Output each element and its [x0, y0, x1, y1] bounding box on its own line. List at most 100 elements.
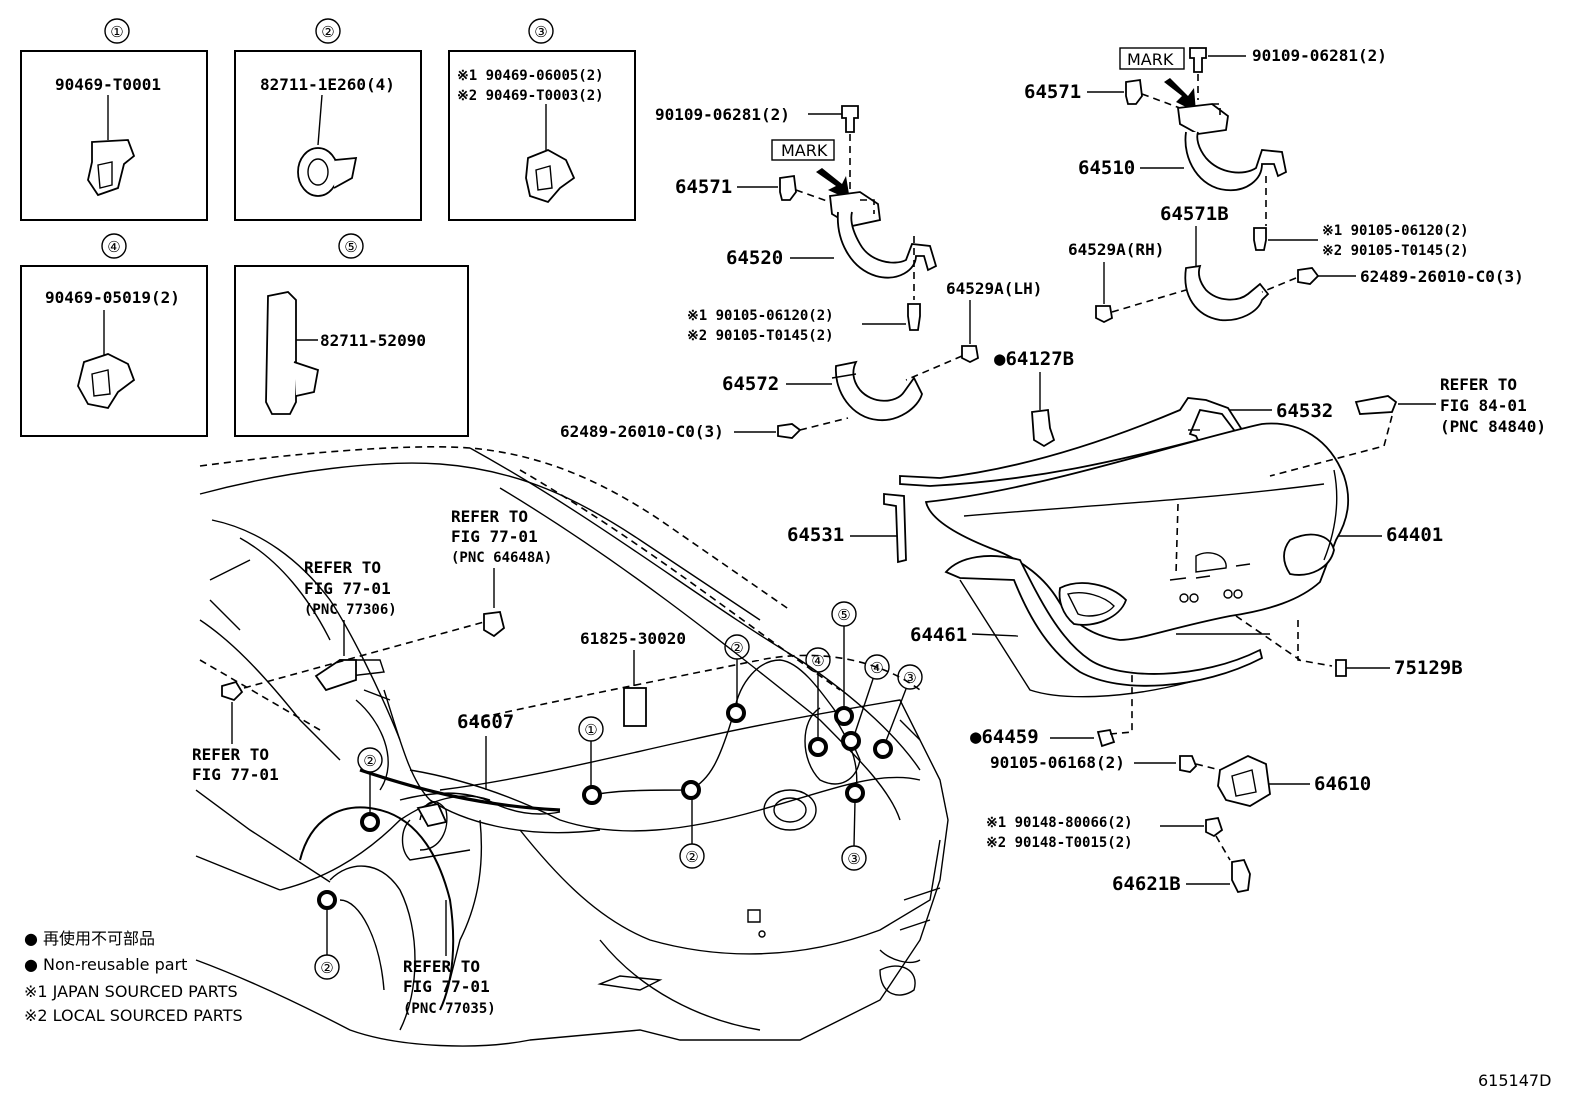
callout-2a: ② — [724, 634, 750, 705]
label-90105-l2: ※2 90105-T0145(2) — [687, 328, 834, 344]
label-64532: 64532 — [1276, 400, 1333, 422]
svg-text:④: ④ — [811, 652, 824, 670]
striker-icon — [1231, 858, 1251, 894]
screw-icon — [777, 423, 802, 439]
arrow-icon — [816, 168, 850, 200]
ref84-line2: FIG 84-01 — [1440, 396, 1527, 415]
inset-3-part-2: ※2 90469-T0003(2) — [457, 88, 604, 104]
mark-label-a: MARK — [781, 141, 828, 160]
inset-2-number: ② — [321, 23, 334, 41]
trunk-lid-group: ●64127B 64532 64531 64401 REFER TO FIG 8… — [787, 348, 1546, 895]
inset-2-part: 82711-1E260(4) — [260, 75, 395, 94]
ref77306-line2: FIG 77-01 — [304, 579, 391, 598]
ref77035-line2: FIG 77-01 — [403, 977, 490, 996]
callout-1: ① — [578, 716, 604, 787]
hinge-lh-group: 90109-06281(2) MARK 64571 64520 ※1 90105… — [560, 105, 1042, 441]
clip-icon — [483, 611, 506, 638]
label-90148-2: ※2 90148-T0015(2) — [986, 835, 1133, 851]
clip-icon — [77, 353, 136, 410]
inset-2: ② 82711-1E260(4) — [234, 18, 422, 221]
bolt-icon — [1205, 816, 1224, 838]
legend-line-1: ● 再使用不可部品 — [24, 929, 155, 948]
label-90105-06168: 90105-06168(2) — [990, 753, 1125, 772]
svg-text:③: ③ — [847, 850, 860, 868]
label-64571-a: 64571 — [675, 176, 732, 198]
screw-icon — [1297, 267, 1320, 285]
inset-4: ④ 90469-05019(2) — [20, 233, 208, 437]
label-64571-b: 64571 — [1024, 81, 1081, 103]
callout-3a: ③ — [885, 664, 923, 742]
bolt-icon — [1179, 755, 1198, 773]
cushion-icon — [1335, 659, 1347, 677]
callout-2c: ② — [357, 747, 383, 814]
label-90109-b: 90109-06281(2) — [1252, 46, 1387, 65]
ref77306-line3: (PNC 77306) — [304, 602, 397, 618]
ref77306-line1: REFER TO — [304, 558, 381, 577]
svg-text:②: ② — [363, 752, 376, 770]
ref77-line2: FIG 77-01 — [192, 765, 279, 784]
label-64529A-rh: 64529A(RH) — [1068, 240, 1164, 259]
bushing-icon — [779, 174, 797, 201]
svg-text:④: ④ — [870, 659, 883, 677]
label-64621B: 64621B — [1112, 873, 1181, 895]
svg-text:②: ② — [730, 639, 743, 657]
stopper-icon — [1095, 305, 1113, 324]
svg-text:②: ② — [685, 848, 698, 866]
inset-5-number: ⑤ — [344, 238, 357, 256]
callout-2d: ② — [314, 908, 340, 980]
stopper-icon — [961, 345, 979, 364]
label-62489-l: 62489-26010-C0(3) — [560, 422, 724, 441]
ref84-line3: (PNC 84840) — [1440, 417, 1546, 436]
label-90105-r1: ※1 90105-06120(2) — [1322, 223, 1469, 239]
inset-1-number: ① — [110, 23, 123, 41]
label-plate-icon — [623, 687, 647, 727]
label-90148-1: ※1 90148-80066(2) — [986, 815, 1133, 831]
inset-1-part: 90469-T0001 — [55, 75, 161, 94]
svg-text:②: ② — [320, 959, 333, 977]
arrow-icon — [1164, 78, 1196, 112]
stud-icon — [1096, 728, 1116, 748]
callout-2b: ② — [679, 798, 705, 869]
inset-4-number: ④ — [107, 238, 120, 256]
ref64648-line1: REFER TO — [451, 507, 528, 526]
inset-3-part-1: ※1 90469-06005(2) — [457, 68, 604, 84]
car-body-group: 61825-30020 64607 REFER TO FIG 77-01 (PN… — [192, 446, 949, 1047]
callout-3b: ③ — [841, 800, 867, 871]
label-90105-l1: ※1 90105-06120(2) — [687, 308, 834, 324]
inset-1: ① 90469-T0001 — [20, 18, 208, 221]
grommet-icon — [297, 147, 339, 197]
callout-4a: ④ — [805, 647, 831, 739]
ref64648-line3: (PNC 64648A) — [451, 550, 552, 566]
legend-line-3: ※1 JAPAN SOURCED PARTS — [24, 982, 238, 1001]
figure-id: 615147D — [1478, 1071, 1551, 1090]
label-90105-r2: ※2 90105-T0145(2) — [1322, 243, 1469, 259]
bushing-icon — [1125, 78, 1143, 105]
garnish-icon — [1354, 395, 1398, 415]
ref77035-line1: REFER TO — [403, 957, 480, 976]
ref64648-line2: FIG 77-01 — [451, 527, 538, 546]
ref77-line1: REFER TO — [192, 745, 269, 764]
inset-5-part: 82711-52090 — [320, 331, 426, 350]
ref77035-line3: (PNC 77035) — [403, 1001, 496, 1017]
label-64461: 64461 — [910, 624, 967, 646]
label-61825: 61825-30020 — [580, 629, 686, 648]
bolt-icon — [841, 105, 859, 133]
label-64607: 64607 — [457, 711, 514, 733]
label-64610: 64610 — [1314, 773, 1371, 795]
legend: ● 再使用不可部品 ● Non-reusable part ※1 JAPAN S… — [24, 929, 243, 1025]
callout-4b: ④ — [854, 654, 890, 734]
ref84-line1: REFER TO — [1440, 375, 1517, 394]
label-64529A-lh: 64529A(LH) — [946, 279, 1042, 298]
label-64520: 64520 — [726, 247, 783, 269]
label-75129B: 75129B — [1394, 657, 1463, 679]
svg-text:①: ① — [584, 721, 597, 739]
label-64531: 64531 — [787, 524, 844, 546]
inset-4-part: 90469-05019(2) — [45, 288, 180, 307]
bolt-icon — [221, 680, 244, 702]
inset-3-number: ③ — [534, 23, 547, 41]
clip-icon — [1031, 408, 1056, 448]
clip-icon — [87, 139, 136, 197]
bolt-icon — [1189, 47, 1207, 73]
lock-icon — [1217, 755, 1271, 807]
